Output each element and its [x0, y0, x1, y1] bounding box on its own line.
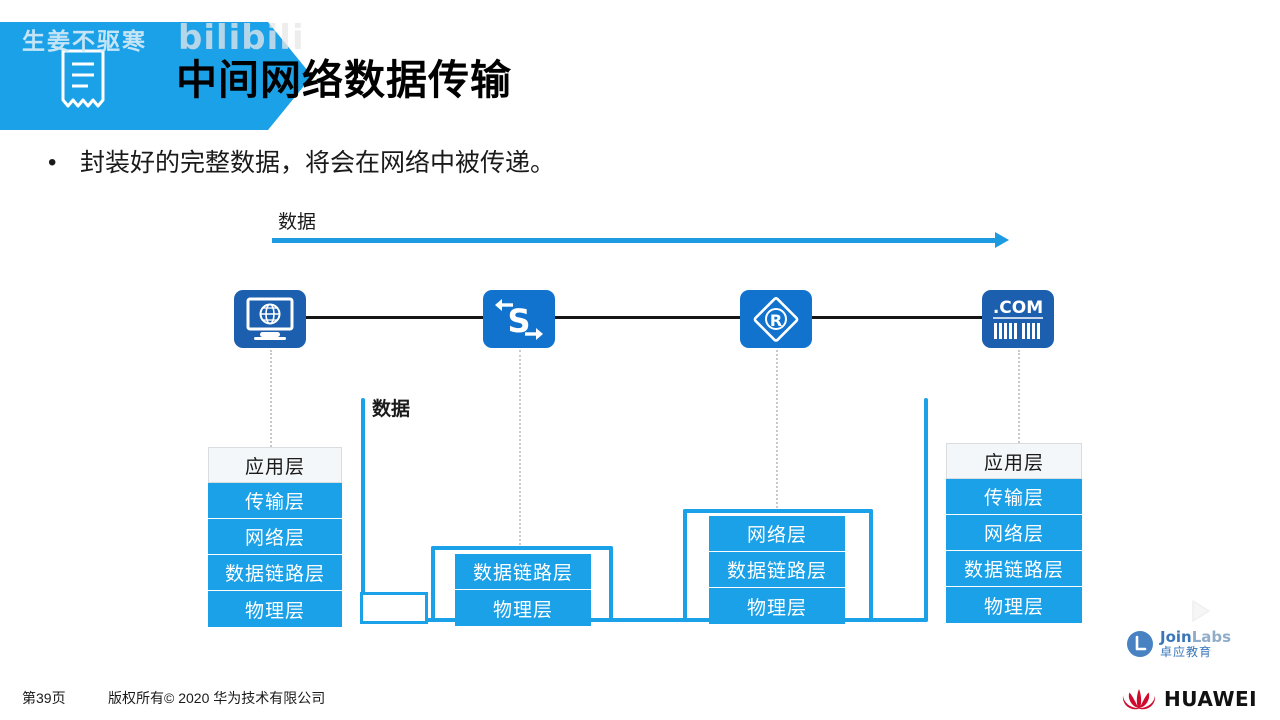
mid-flow-label: 数据	[372, 399, 411, 420]
monitor-globe-icon	[234, 290, 306, 348]
footer-copyright: 版权所有© 2020 华为技术有限公司	[108, 690, 326, 706]
server-dotcom-icon: .COM	[982, 290, 1054, 348]
joinlabs-en-text: JoinLabs	[1160, 628, 1232, 646]
bullet-row: • 封装好的完整数据，将会在网络中被传递。	[48, 145, 948, 181]
svg-text:S: S	[507, 302, 530, 340]
top-flow-label: 数据	[278, 212, 317, 233]
top-flow-arrow-head	[995, 232, 1009, 248]
protocol-stack-router: 网络层数据链路层物理层	[709, 516, 845, 624]
protocol-stack-host-left: 应用层传输层网络层数据链路层物理层	[208, 447, 342, 627]
bullet-text: 封装好的完整数据，将会在网络中被传递。	[80, 149, 556, 177]
dropper-line-server	[1018, 350, 1020, 446]
stack-layer: 网络层	[208, 519, 342, 555]
stack-layer: 应用层	[208, 447, 342, 483]
huawei-wordmark: HUAWEI	[1164, 687, 1258, 711]
stack-layer: 应用层	[946, 443, 1082, 479]
joinlabs-labs-text: Labs	[1191, 628, 1232, 646]
stack-layer: 网络层	[709, 516, 845, 552]
bilibili-tv-play-icon	[1160, 572, 1238, 642]
joinlabs-cn-text: 卓应教育	[1160, 644, 1213, 659]
data-unit-box	[360, 592, 428, 624]
stack-layer: 物理层	[208, 591, 342, 627]
switch-icon: S	[483, 290, 555, 348]
top-flow-arrow-line	[272, 238, 999, 243]
protocol-stack-switch: 数据链路层物理层	[455, 554, 591, 626]
stack-layer: 传输层	[208, 483, 342, 519]
bilibili-watermark: bilibili	[178, 18, 305, 58]
huawei-logo: HUAWEI	[1122, 686, 1257, 712]
network-link-line	[268, 316, 1020, 319]
stack-layer: 数据链路层	[455, 554, 591, 590]
joinlabs-watermark: JoinLabs 卓应教育	[1126, 628, 1232, 659]
stack-layer: 物理层	[455, 590, 591, 626]
footer-page-number: 第39页	[22, 690, 66, 706]
dropper-line-pc	[270, 350, 272, 450]
stack-layer: 数据链路层	[208, 555, 342, 591]
header-band	[0, 22, 268, 130]
stack-layer: 数据链路层	[709, 552, 845, 588]
page-title: 中间网络数据传输	[176, 57, 512, 103]
svg-text:R: R	[770, 311, 782, 330]
stack-layer: 数据链路层	[946, 551, 1082, 587]
dropper-line-router	[776, 350, 778, 508]
stack-layer: 物理层	[946, 587, 1082, 623]
uploader-watermark: 生姜不驱寒	[22, 28, 147, 54]
huawei-flower-icon	[1122, 686, 1156, 712]
ticket-icon	[60, 48, 106, 110]
stack-layer: 物理层	[709, 588, 845, 624]
svg-text:.COM: .COM	[993, 298, 1043, 318]
stack-layer: 网络层	[946, 515, 1082, 551]
stack-layer: 传输层	[946, 479, 1082, 515]
protocol-stack-host-right: 应用层传输层网络层数据链路层物理层	[946, 443, 1082, 623]
joinlabs-l-icon	[1126, 630, 1154, 658]
joinlabs-join-text: Join	[1160, 628, 1192, 646]
bullet-marker: •	[48, 149, 57, 176]
router-icon: R	[740, 290, 812, 348]
dropper-line-switch	[519, 350, 521, 545]
